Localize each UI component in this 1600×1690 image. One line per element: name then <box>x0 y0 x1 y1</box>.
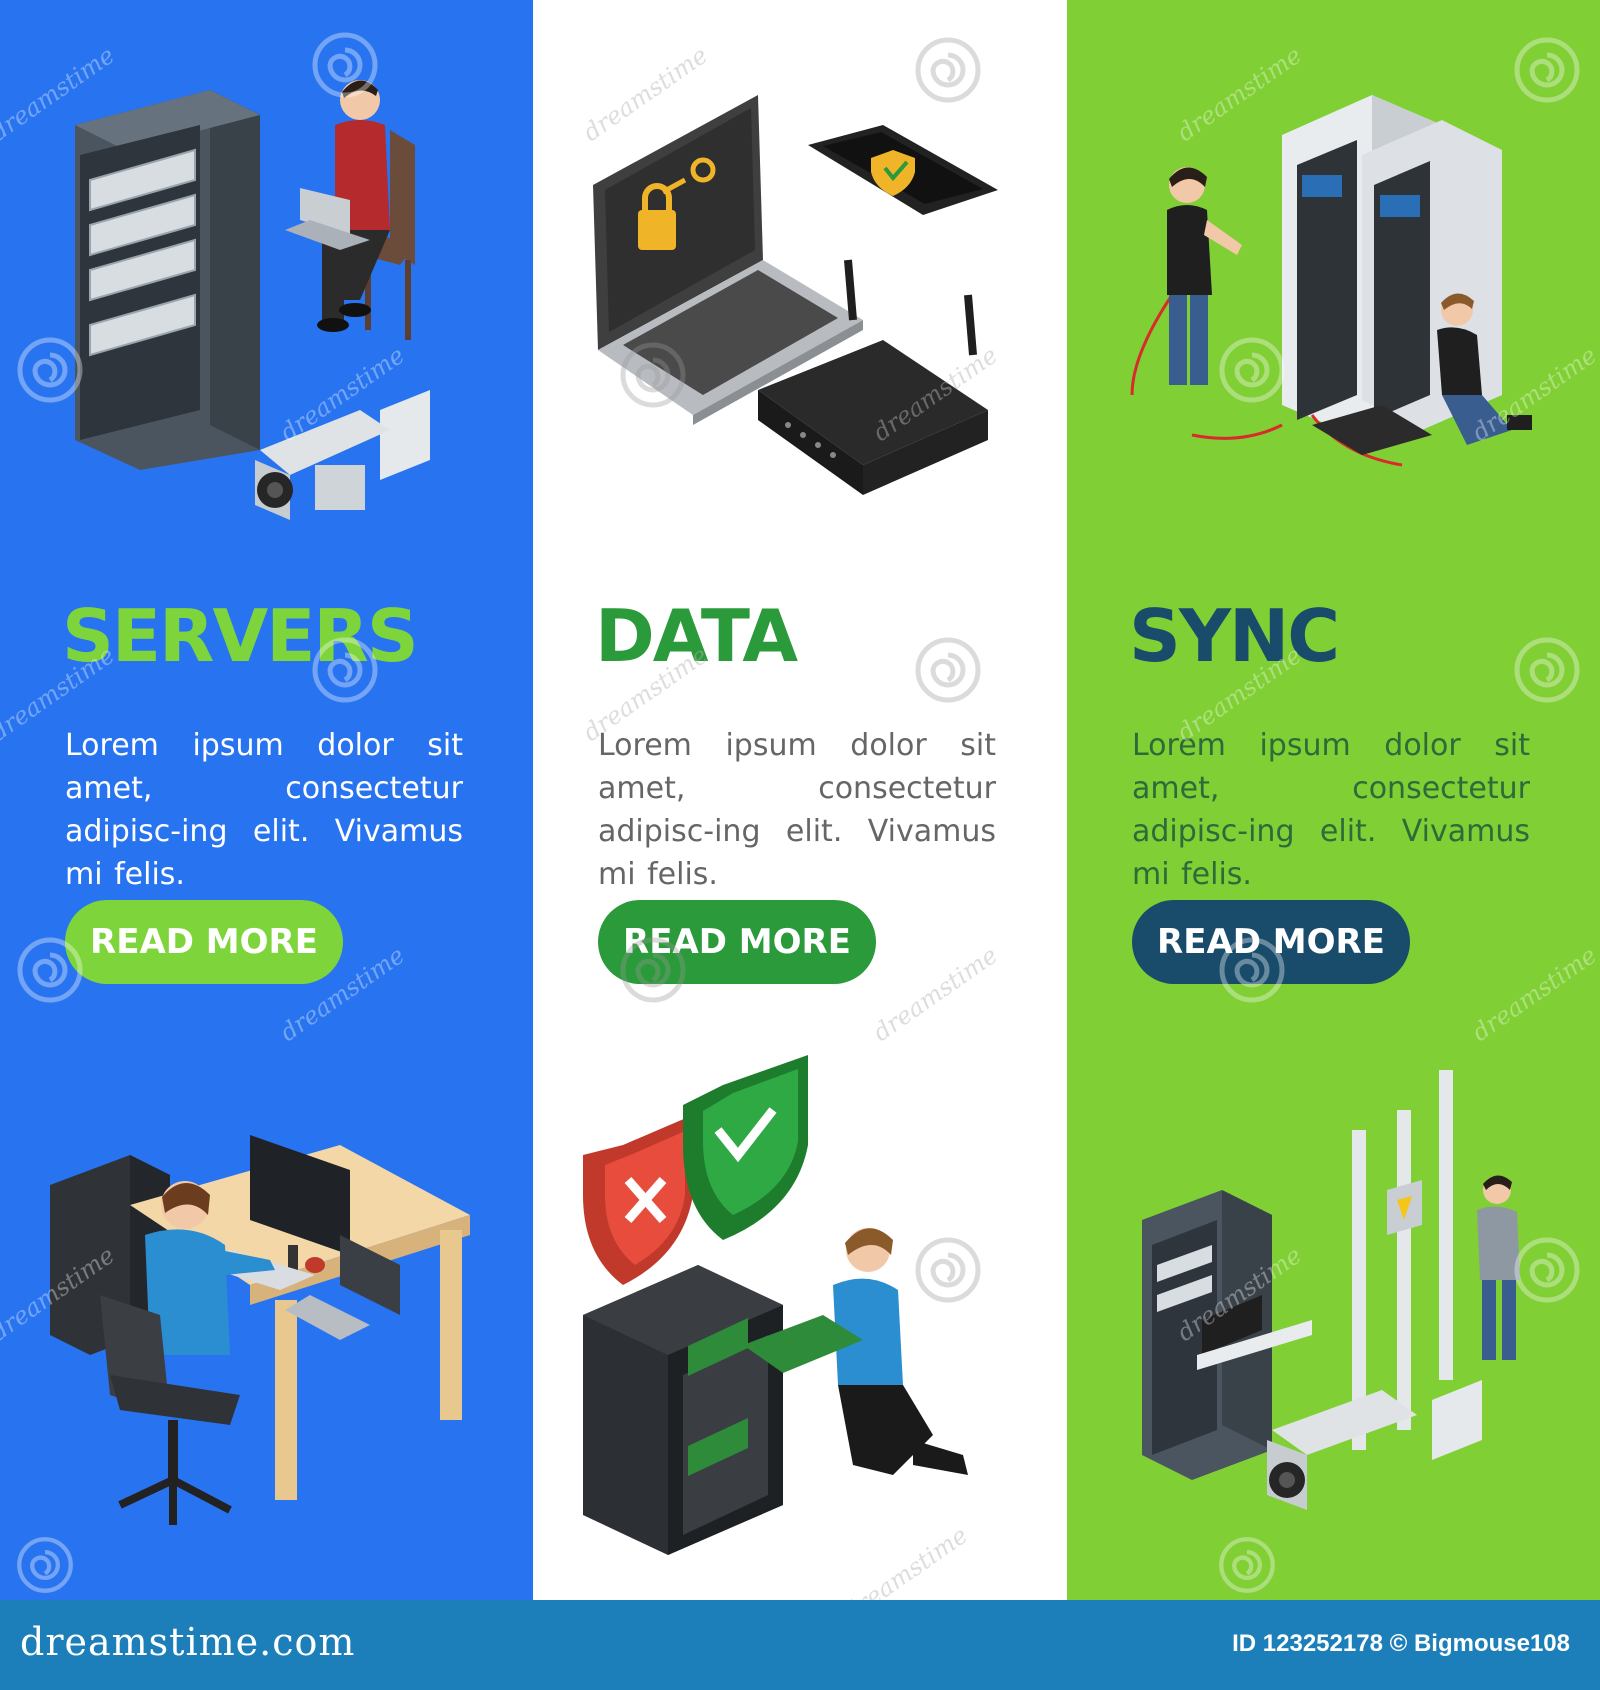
spiral-icon <box>17 937 83 1003</box>
spiral-icon <box>620 342 686 408</box>
server-room-illustration <box>75 80 430 520</box>
spiral-icon <box>620 937 686 1003</box>
spiral-icon <box>915 37 981 103</box>
panel-title: DATA <box>595 594 798 678</box>
spiral-icon <box>17 337 83 403</box>
watermark-text: dreamstime <box>868 941 1003 1047</box>
read-more-button[interactable]: READ MORE <box>1132 900 1410 984</box>
footer-brand: dreamstime.com <box>20 1620 356 1664</box>
read-more-button[interactable]: READ MORE <box>598 900 876 984</box>
panel-title: SYNC <box>1129 594 1340 678</box>
spiral-icon <box>915 637 981 703</box>
operator-desk-illustration <box>50 1135 470 1525</box>
spiral-icon <box>312 637 378 703</box>
sync-banner: SYNC Lorem ipsum dolor sit amet, consect… <box>1067 0 1600 1600</box>
watermark-text: dreamstime <box>1467 941 1600 1047</box>
data-banner: DATA Lorem ipsum dolor sit amet, consect… <box>533 0 1067 1600</box>
spiral-icon <box>312 32 378 98</box>
spiral-icon <box>1219 1537 1275 1593</box>
spiral-icon <box>915 1237 981 1303</box>
panel-description: Lorem ipsum dolor sit amet, consectetur … <box>1132 728 1530 892</box>
footer-image-id: ID 123252178 © Bigmouse108 <box>1232 1630 1570 1657</box>
spiral-icon <box>1514 37 1580 103</box>
spiral-icon <box>1219 937 1285 1003</box>
server-electrical-illustration <box>1142 1070 1520 1510</box>
technician-server-illustration <box>583 1055 968 1555</box>
panel-description: Lorem ipsum dolor sit amet, consectetur … <box>598 728 996 892</box>
servers-banner: SERVERS Lorem ipsum dolor sit amet, cons… <box>0 0 533 1600</box>
spiral-icon <box>1514 1237 1580 1303</box>
spiral-icon <box>17 1537 73 1593</box>
spiral-icon <box>1514 637 1580 703</box>
watermark-footer: dreamstime.com ID 123252178 © Bigmouse10… <box>0 1600 1600 1690</box>
technicians-wiring-illustration <box>1130 95 1532 467</box>
security-devices-illustration <box>593 95 998 495</box>
read-more-button[interactable]: READ MORE <box>65 900 343 984</box>
spiral-icon <box>1219 337 1285 403</box>
panel-title: SERVERS <box>62 594 419 678</box>
panel-description: Lorem ipsum dolor sit amet, consectetur … <box>65 728 463 892</box>
